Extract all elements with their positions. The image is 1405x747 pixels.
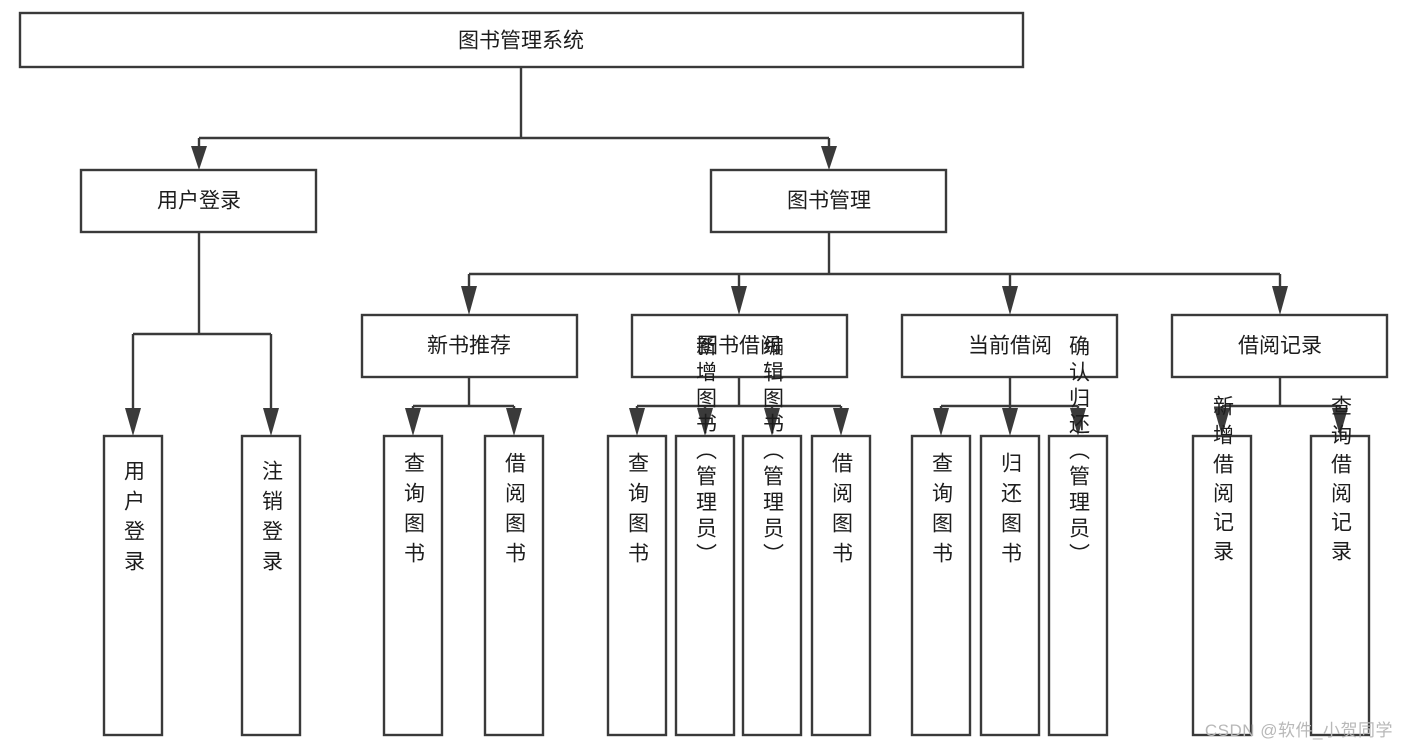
arrow-to-leaf-edit-book	[764, 408, 780, 436]
node-root-box[interactable]	[18, 11, 1025, 69]
leaf-user-login-label: 用户登录	[122, 460, 146, 580]
leaf-query-book-3-label: 查询图书	[930, 452, 954, 572]
arrow-to-leaf-return-book	[1002, 408, 1018, 436]
leaf-borrow-book-2-box[interactable]	[810, 434, 872, 737]
node-current-borrow-label: 当前借阅	[968, 335, 1052, 358]
leaf-logout-login-box[interactable]	[240, 434, 302, 737]
arrow-to-leaf-add-book	[697, 408, 713, 436]
arrow-to-book-manage	[821, 146, 837, 170]
node-book-borrow[interactable]: 图书借阅	[630, 313, 849, 379]
leaf-confirm-return-label: 确认归还（管理员）	[1067, 335, 1091, 569]
node-book-manage-box[interactable]	[709, 168, 948, 234]
arrow-to-leaf-logout-login	[263, 408, 279, 436]
leaf-user-login[interactable]: 用户登录	[102, 434, 164, 737]
leaf-query-record-box[interactable]	[1309, 434, 1371, 737]
node-new-book-recommend-label: 新书推荐	[427, 335, 511, 358]
node-user-login-label: 用户登录	[157, 190, 241, 213]
leaf-query-book-3[interactable]: 查询图书	[910, 434, 972, 737]
leaf-query-book-2[interactable]: 查询图书	[606, 434, 668, 737]
arrow-to-current-borrow	[1002, 286, 1018, 315]
leaf-borrow-book-2[interactable]: 借阅图书	[810, 434, 872, 737]
node-borrow-record[interactable]: 借阅记录	[1170, 313, 1389, 379]
node-root-label: 图书管理系统	[458, 30, 584, 53]
connector-layer	[125, 67, 1348, 436]
arrow-to-book-borrow	[731, 286, 747, 315]
leaf-query-record-label: 查询借阅记录	[1329, 395, 1353, 569]
arrow-to-leaf-borrow-book-1	[506, 408, 522, 436]
leaf-query-book-2-box[interactable]	[606, 434, 668, 737]
node-current-borrow[interactable]: 当前借阅	[900, 313, 1119, 379]
arrow-to-leaf-query-book-3	[933, 408, 949, 436]
leaf-query-book-1-box[interactable]	[382, 434, 444, 737]
arrow-to-leaf-borrow-book-2	[833, 408, 849, 436]
leaf-edit-book-label: 编辑图书（管理员）	[761, 335, 785, 569]
leaf-confirm-return-box[interactable]	[1047, 434, 1109, 737]
leaf-return-book-box[interactable]	[979, 434, 1041, 737]
node-current-borrow-box[interactable]	[900, 313, 1119, 379]
leaf-borrow-book-1-label: 借阅图书	[503, 452, 527, 572]
arrow-to-user-login	[191, 146, 207, 170]
leaf-add-book-label: 新增图书（管理员）	[694, 335, 718, 569]
leaf-add-book[interactable]: 新增图书（管理员）	[674, 335, 736, 737]
arrow-to-leaf-query-record	[1332, 408, 1348, 436]
node-borrow-record-label: 借阅记录	[1238, 335, 1322, 358]
leaf-edit-book-box[interactable]	[741, 434, 803, 737]
node-book-manage[interactable]: 图书管理	[709, 168, 948, 234]
arrow-to-leaf-confirm-return	[1070, 408, 1086, 436]
leaf-query-book-1[interactable]: 查询图书	[382, 434, 444, 737]
leaf-borrow-book-1-box[interactable]	[483, 434, 545, 737]
node-user-login[interactable]: 用户登录	[79, 168, 318, 234]
leaf-borrow-book-1[interactable]: 借阅图书	[483, 434, 545, 737]
node-new-book-recommend-box[interactable]	[360, 313, 579, 379]
node-root[interactable]: 图书管理系统	[18, 11, 1025, 69]
leaf-confirm-return[interactable]: 确认归还（管理员）	[1047, 335, 1109, 737]
node-book-borrow-label: 图书借阅	[697, 335, 781, 358]
arrow-to-new-book-recommend	[461, 286, 477, 315]
leaf-add-record-label: 新增借阅记录	[1211, 395, 1235, 569]
leaf-add-record[interactable]: 新增借阅记录	[1191, 395, 1253, 737]
arrow-to-leaf-query-book-2	[629, 408, 645, 436]
leaf-query-book-3-box[interactable]	[910, 434, 972, 737]
leaf-return-book-label: 归还图书	[999, 452, 1023, 572]
leaf-user-login-box[interactable]	[102, 434, 164, 737]
leaf-add-book-box[interactable]	[674, 434, 736, 737]
leaf-query-book-2-label: 查询图书	[626, 452, 650, 572]
leaf-query-record[interactable]: 查询借阅记录	[1309, 395, 1371, 737]
leaf-edit-book[interactable]: 编辑图书（管理员）	[741, 335, 803, 737]
node-book-manage-label: 图书管理	[787, 190, 871, 213]
arrow-to-leaf-user-login	[125, 408, 141, 436]
node-user-login-box[interactable]	[79, 168, 318, 234]
node-borrow-record-box[interactable]	[1170, 313, 1389, 379]
leaf-add-record-box[interactable]	[1191, 434, 1253, 737]
leaf-logout-login-label: 注销登录	[260, 460, 284, 580]
arrow-to-borrow-record	[1272, 286, 1288, 315]
arrow-to-leaf-add-record	[1214, 408, 1230, 436]
leaf-return-book[interactable]: 归还图书	[979, 434, 1041, 737]
node-book-borrow-box[interactable]	[630, 313, 849, 379]
leaf-query-book-1-label: 查询图书	[402, 452, 426, 572]
arrow-to-leaf-query-book-1	[405, 408, 421, 436]
leaf-borrow-book-2-label: 借阅图书	[830, 452, 854, 572]
leaf-logout-login[interactable]: 注销登录	[240, 434, 302, 737]
node-new-book-recommend[interactable]: 新书推荐	[360, 313, 579, 379]
